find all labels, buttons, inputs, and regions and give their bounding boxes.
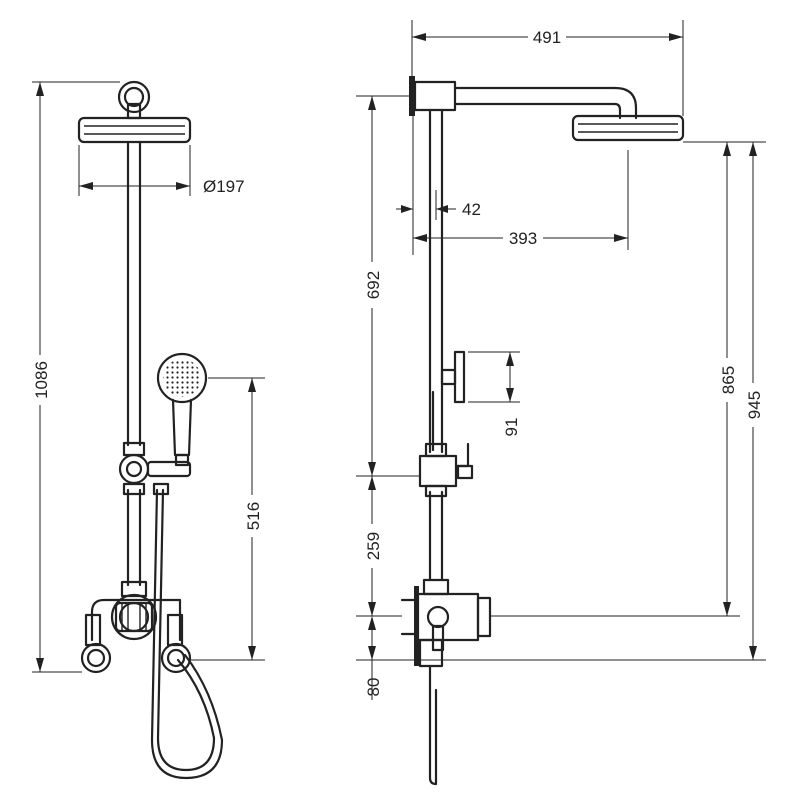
dim-valve-to-slider: 259 [356, 476, 402, 617]
dim-head-height-total: 945 [420, 141, 766, 661]
dim-head-height-valve: 865 [490, 141, 740, 617]
side-shower-head [571, 114, 685, 142]
front-hose [150, 488, 224, 780]
dim-label-valve-height: 80 [364, 678, 383, 697]
dim-arm-projection: 491 [411, 20, 684, 116]
dim-overall-height: 1086 [30, 81, 120, 673]
side-view: 491 42 393 692 [356, 20, 766, 786]
dim-label-arm-offset: 393 [509, 229, 537, 248]
front-valve [80, 580, 192, 674]
front-shower-head [77, 116, 192, 144]
dim-arm-offset: 393 [413, 150, 629, 250]
side-wall-plate [409, 76, 415, 116]
front-top-mount [117, 80, 151, 120]
dim-label-riser-width: 42 [462, 200, 481, 219]
dim-label-head-height-total: 945 [745, 391, 764, 419]
front-riser-rail [126, 140, 142, 587]
dim-riser-width: 42 [396, 116, 481, 255]
front-hand-shower [156, 352, 208, 467]
dim-label-valve-to-slider: 259 [364, 532, 383, 560]
dim-label-overall-height: 1086 [32, 361, 51, 399]
dim-label-handset-height: 516 [244, 502, 263, 530]
dim-holder-height: 91 [468, 351, 521, 437]
dim-handset-height: 516 [190, 377, 265, 661]
dim-label-head-height-valve: 865 [719, 366, 738, 394]
side-shower-arm [413, 80, 638, 120]
dim-head-diameter: Ø197 [78, 145, 245, 196]
dim-label-head-diameter: Ø197 [203, 177, 245, 196]
dim-riser-length: 692 [356, 95, 420, 477]
side-handset-holder [431, 350, 466, 452]
dim-label-arm-projection: 491 [533, 28, 561, 47]
front-view: 1086 Ø197 516 [30, 80, 265, 780]
side-slider-bracket [418, 442, 474, 498]
side-riser-rail [428, 108, 444, 582]
dim-label-riser-length: 692 [364, 271, 383, 299]
front-slider-bracket [118, 441, 192, 496]
dim-label-holder-height: 91 [502, 418, 521, 437]
dim-valve-height: 80 [356, 616, 414, 700]
side-valve [400, 578, 492, 786]
